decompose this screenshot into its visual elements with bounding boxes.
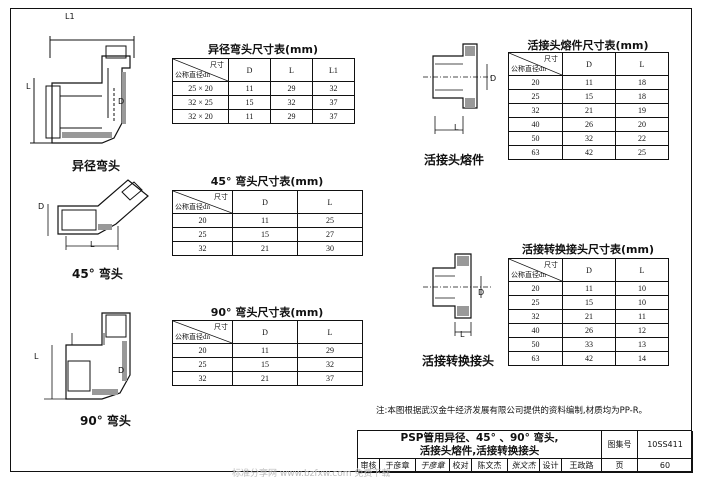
column-header: L [297,320,363,344]
material-note: 注:本图根据武汉金牛经济发展有限公司提供的资料编制,材质均为PP-R。 [376,406,648,416]
table-header-diag: 尺寸 公称直径dn [508,258,563,282]
column-header: D [232,320,298,344]
table-header-diag: 尺寸 公称直径dn [508,52,563,76]
column-header: L [270,58,313,82]
atlas-label: 图集号 [602,431,638,459]
dim-label-d: D [478,288,485,297]
union-fusion-drawing [423,43,493,134]
dim-label-d: D [38,202,45,211]
column-header: D [232,190,298,214]
column-header: D [562,52,616,76]
dim-label-l: L [460,330,465,339]
column-header: D [562,258,616,282]
dim-label-d: D [118,366,125,375]
table-header-diag: 尺寸 公称直径dn [172,320,233,344]
reducer-elbow-table-title: 异径弯头尺寸表(mm) [208,43,318,56]
check-name: 陈文杰 [472,459,508,473]
drawing-title: PSP管用异径、45° 、90° 弯头, 活接头熔件,活接转换接头 [358,431,602,459]
table-header-diag: 尺寸 公称直径dn [172,58,229,82]
review-label: 审核 [358,459,380,473]
elbow-45-drawing [47,179,149,250]
elbow-45-caption: 45° 弯头 [72,267,123,281]
table-header-diag: 尺寸 公称直径dn [172,190,233,214]
column-header: D [228,58,271,82]
dim-label-l1: L1 [65,12,75,21]
atlas-number: 10SS411 [638,431,693,459]
design-label: 设计 [540,459,562,473]
dim-label-l: L [90,240,95,249]
union-adapter-table-title: 活接转换接头尺寸表(mm) [522,243,654,256]
elbow-90-table-title: 90° 弯头尺寸表(mm) [210,306,324,319]
dim-label-d: D [490,74,497,83]
check-label: 校对 [450,459,472,473]
union-fusion-table-title: 活接头熔件尺寸表(mm) [527,39,649,52]
column-header: L [615,52,669,76]
dim-label-l: L [34,352,39,361]
dim-label-l: L [454,123,459,132]
review-signature: 于彦章 [416,459,450,473]
title-block: PSP管用异径、45° 、90° 弯头, 活接头熔件,活接转换接头 图集号 10… [357,430,693,473]
elbow-45-table-title: 45° 弯头尺寸表(mm) [210,175,324,188]
dim-label-d: D [118,97,125,106]
union-fusion-caption: 活接头熔件 [424,153,485,167]
sheet-border [10,8,692,472]
column-header: L [615,258,669,282]
elbow-90-caption: 90° 弯头 [80,414,131,428]
reducer-elbow-caption: 异径弯头 [72,159,121,173]
review-name: 于彦章 [380,459,416,473]
design-name: 王政路 [562,459,602,473]
column-header: L1 [312,58,355,82]
union-adapter-caption: 活接转换接头 [422,354,495,368]
watermark-text: 标准分享网 www.bzfxw.com 免费下载 [232,469,391,479]
check-signature: 张文杰 [508,459,540,473]
reducer-elbow-drawing [30,36,135,144]
dim-label-l: L [26,82,31,91]
union-adapter-drawing [423,253,493,336]
page-label: 页 [602,459,638,473]
elbow-90-drawing [44,312,131,400]
page-number: 60 [638,459,693,473]
column-header: L [297,190,363,214]
